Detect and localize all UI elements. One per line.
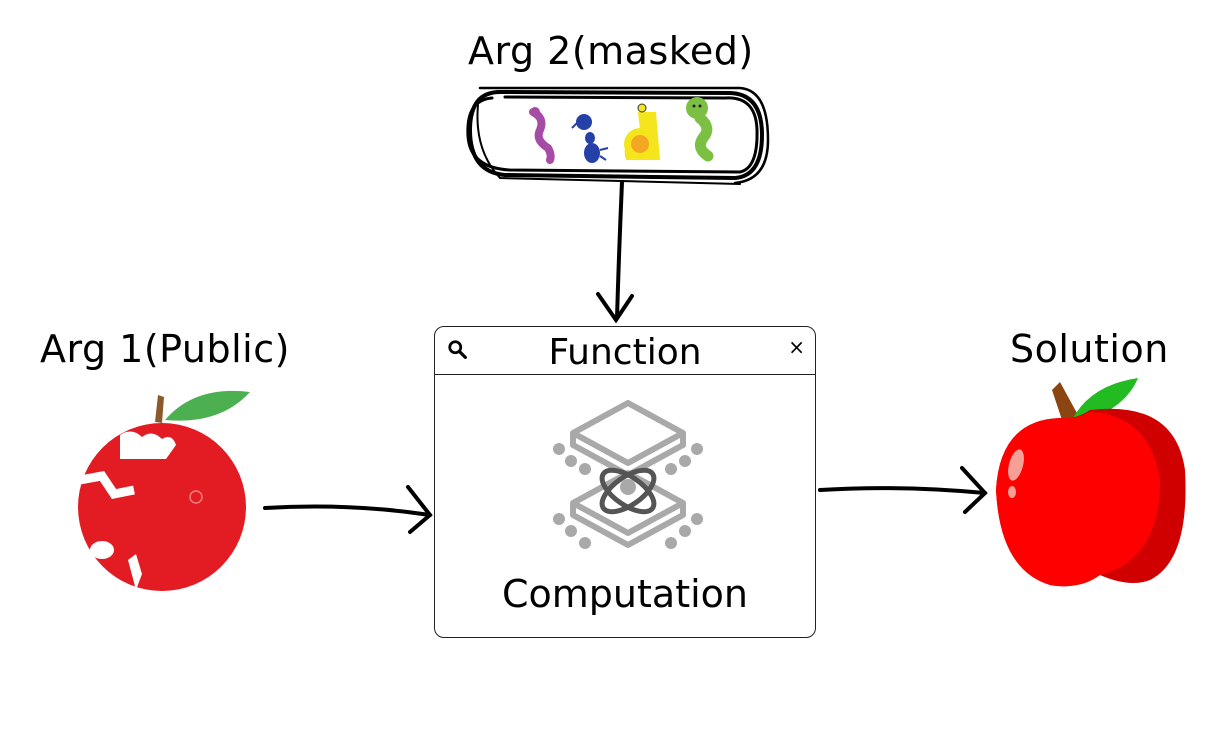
solution-label: Solution [1010,327,1169,371]
solution-apple-icon [996,378,1186,587]
green-caterpillar-icon [686,97,714,162]
arg2-container [466,86,770,185]
function-window: Function × Computation [434,326,816,638]
close-icon[interactable]: × [788,335,805,359]
search-icon[interactable] [447,339,469,361]
edge-function-to-solution [818,466,988,514]
function-title: Function [548,332,702,373]
blue-ant-icon [571,114,609,163]
edge-arg1-to-function [263,485,433,534]
function-header: Function × [435,327,815,375]
computation-label: Computation [502,572,748,616]
edge-arg2-to-function [596,180,634,324]
quantum-chip-icon [553,400,703,549]
arg2-label: Arg 2(masked) [468,29,754,73]
yellow-snail-icon [624,103,660,160]
bitten-apple-icon [78,390,250,591]
arg1-label: Arg 1(Public) [40,327,290,371]
purple-worm-icon [529,107,555,164]
